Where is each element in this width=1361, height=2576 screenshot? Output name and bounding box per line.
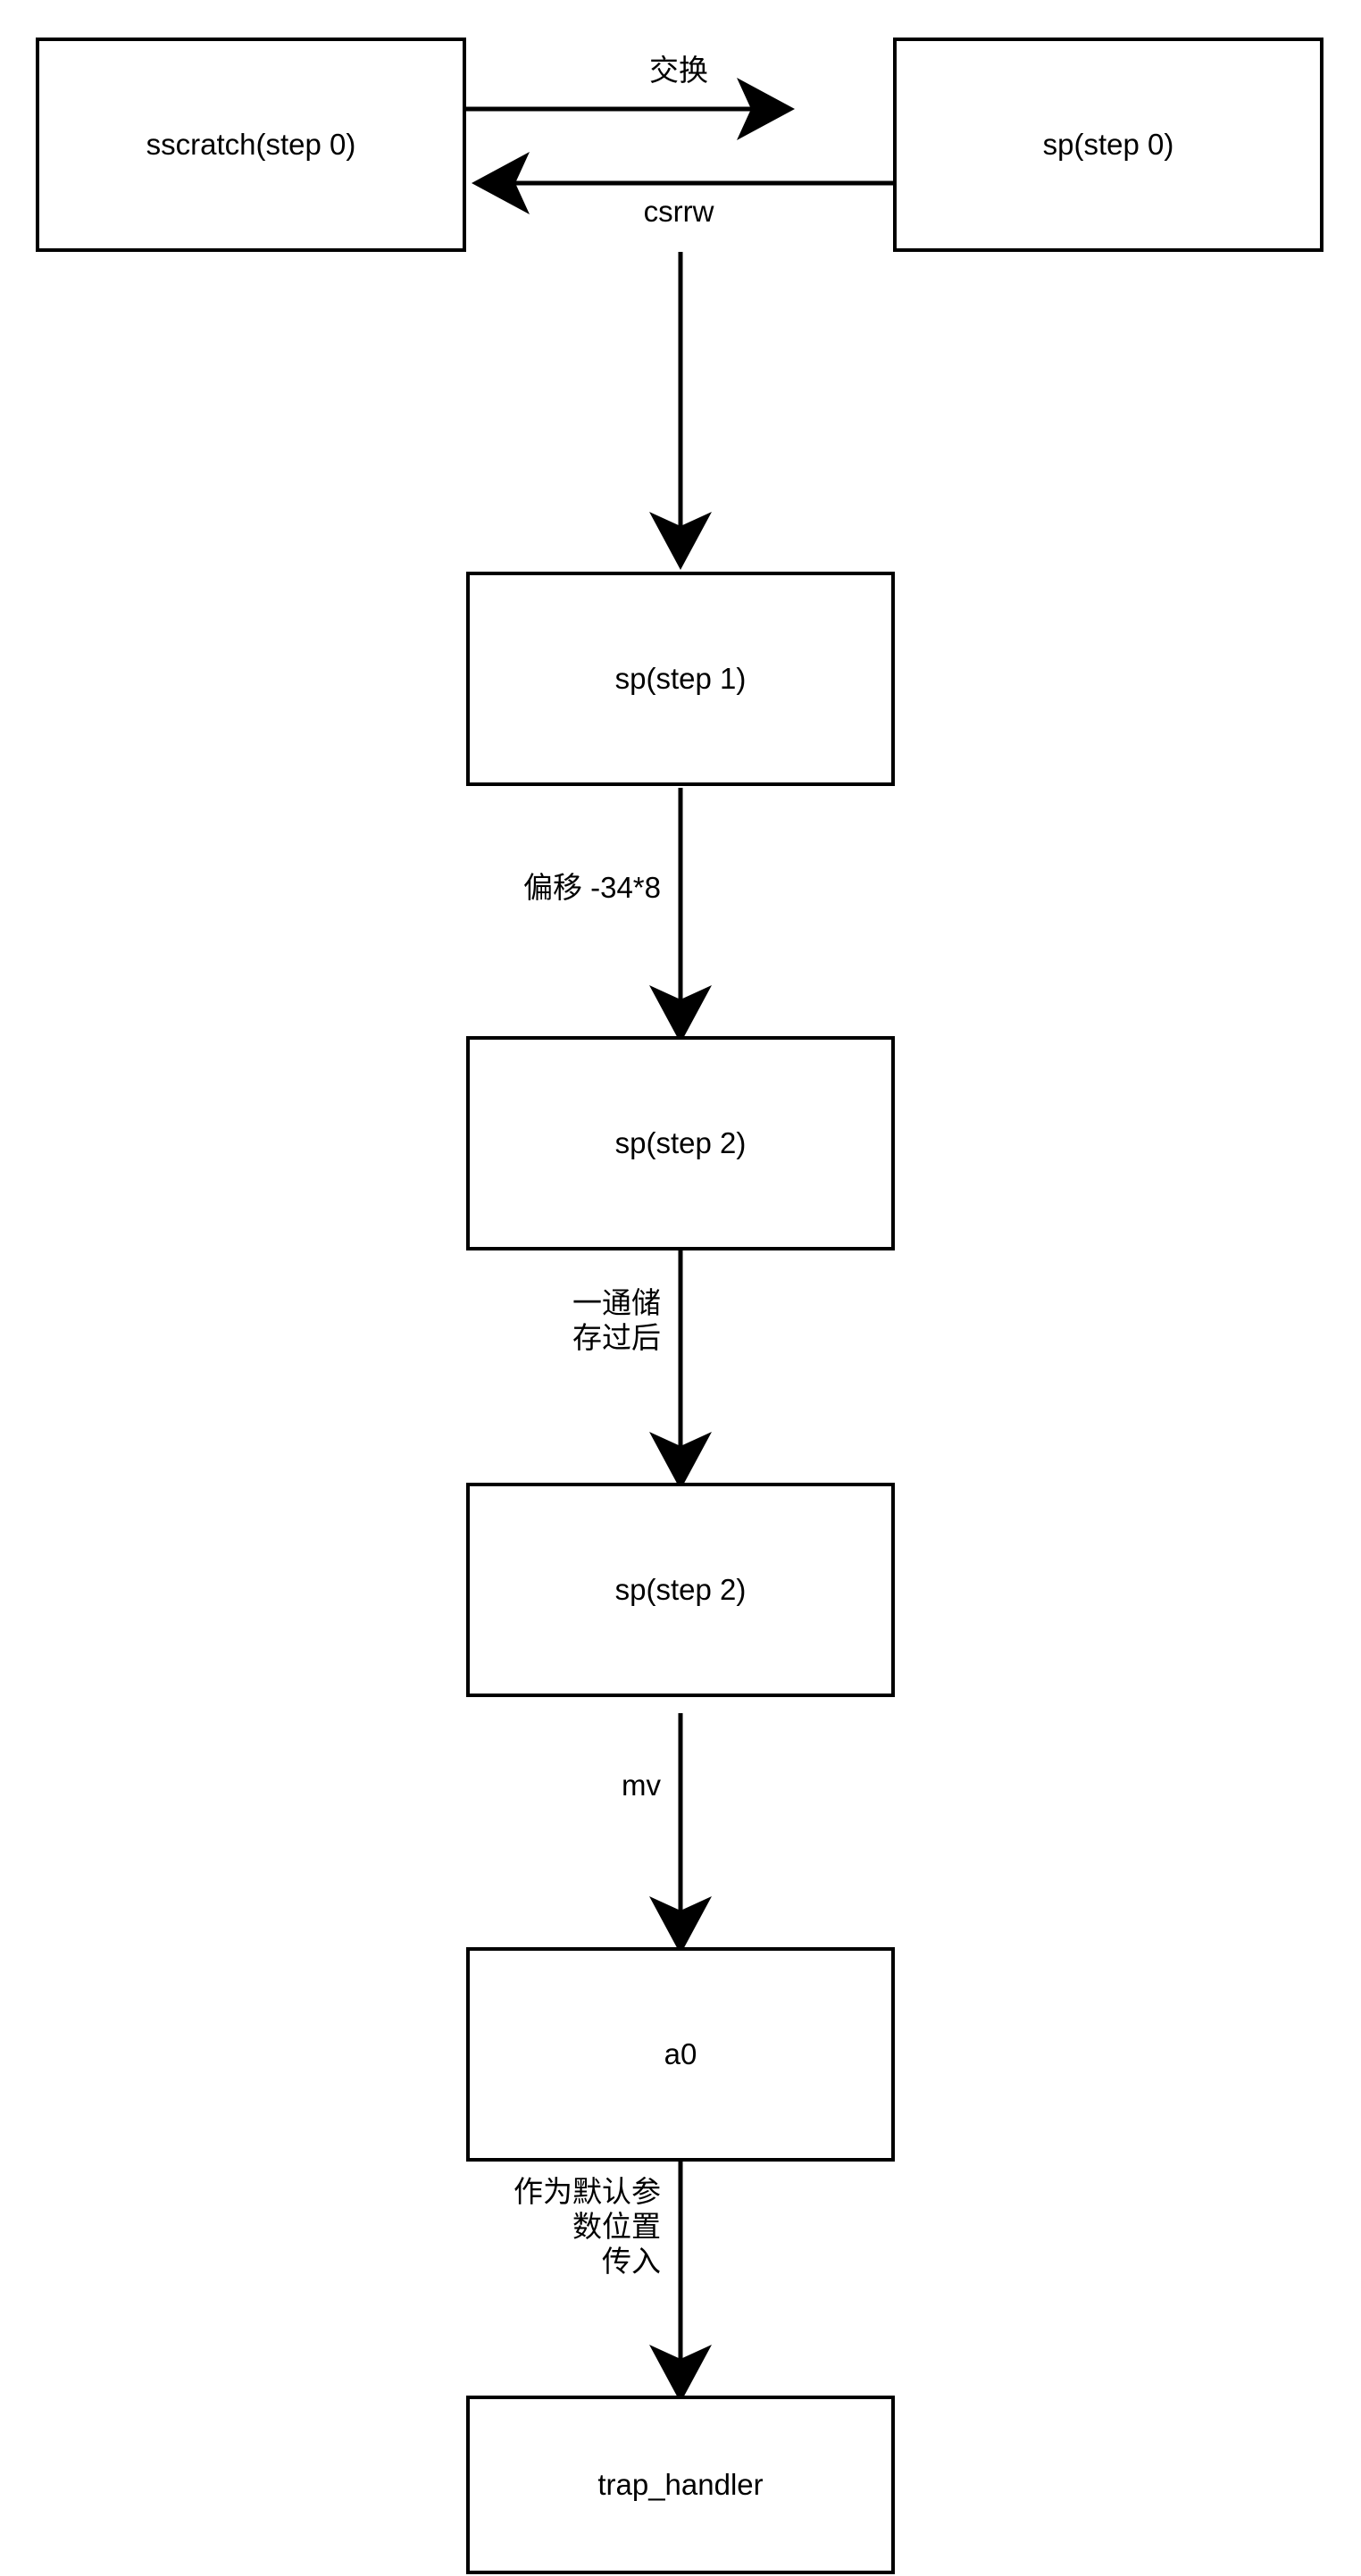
node-label: sscratch(step 0): [146, 127, 356, 161]
edge-label-default-arg: 作为默认参 数位置 传入: [514, 2175, 661, 2278]
node-sscratch-step0[interactable]: sscratch(step 0): [36, 38, 466, 252]
node-sp-step1[interactable]: sp(step 1): [466, 572, 895, 786]
edge-label-offset: 偏移 -34*8: [522, 871, 661, 904]
edge-label-exchange: 交换: [649, 54, 708, 87]
edge-label-csrrw: csrrw: [643, 195, 714, 228]
node-sp-step2-first[interactable]: sp(step 2): [466, 1036, 895, 1250]
node-sp-step2-second[interactable]: sp(step 2): [466, 1483, 895, 1697]
node-label: sp(step 2): [614, 1572, 747, 1606]
node-a0[interactable]: a0: [466, 1947, 895, 2162]
node-sp-step0[interactable]: sp(step 0): [893, 38, 1323, 252]
node-label: sp(step 2): [614, 1125, 747, 1159]
node-label: a0: [664, 2037, 697, 2070]
node-label: sp(step 1): [614, 661, 747, 695]
node-label: sp(step 0): [1042, 127, 1174, 161]
edge-label-after-store: 一通储 存过后: [572, 1286, 661, 1354]
node-trap-handler[interactable]: trap_handler: [466, 2396, 895, 2574]
edge-label-mv: mv: [622, 1769, 661, 1802]
node-label: trap_handler: [597, 2467, 764, 2501]
